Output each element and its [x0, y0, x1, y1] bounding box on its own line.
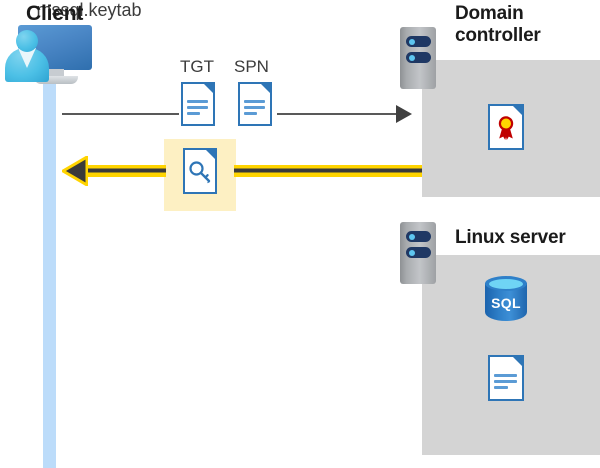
client-lifeline — [43, 70, 56, 468]
monitor-base-icon — [34, 76, 78, 84]
person-head-icon — [16, 30, 38, 52]
certificate-document-icon — [488, 104, 524, 150]
request-line-segment-right — [277, 113, 397, 115]
response-arrow-segment-left — [80, 165, 166, 177]
spn-label: SPN — [234, 57, 269, 76]
person-collar-icon — [18, 48, 36, 68]
linux-server-title: Linux server — [455, 227, 566, 248]
tgt-label: TGT — [180, 57, 214, 76]
monitor-stand-icon — [46, 69, 64, 78]
server-bay-icon — [405, 52, 431, 63]
database-cylinder-top-inner — [489, 278, 523, 289]
spn-document-icon — [238, 82, 272, 126]
server-bay-icon — [405, 231, 431, 242]
response-arrowhead-icon — [61, 155, 89, 187]
domain-controller-title: Domain controller — [455, 3, 595, 47]
request-arrowhead-icon — [396, 105, 412, 123]
domain-controller-title-line1: Domain — [455, 3, 524, 24]
server-bay-icon — [405, 247, 431, 258]
request-line-segment-left — [62, 113, 179, 115]
keytab-document-icon — [488, 355, 524, 401]
response-arrow-segment-right — [234, 165, 422, 177]
domain-controller-server-icon — [400, 27, 436, 89]
server-bay-icon — [405, 36, 431, 47]
linux-server-icon — [400, 222, 436, 284]
sql-label: SQL — [491, 295, 521, 311]
tgt-document-icon — [181, 82, 215, 126]
key-icon — [188, 160, 212, 186]
user-person-icon — [5, 30, 49, 82]
database-cylinder-top — [485, 276, 527, 291]
domain-controller-title-line2: controller — [455, 24, 541, 46]
client-title: Client — [26, 2, 84, 25]
certificate-seal-icon — [496, 114, 516, 142]
keytab-filename-label: mssql.keytab — [36, 0, 142, 20]
service-ticket-key-document-icon — [183, 148, 217, 194]
sql-database-icon: SQL — [485, 276, 527, 326]
